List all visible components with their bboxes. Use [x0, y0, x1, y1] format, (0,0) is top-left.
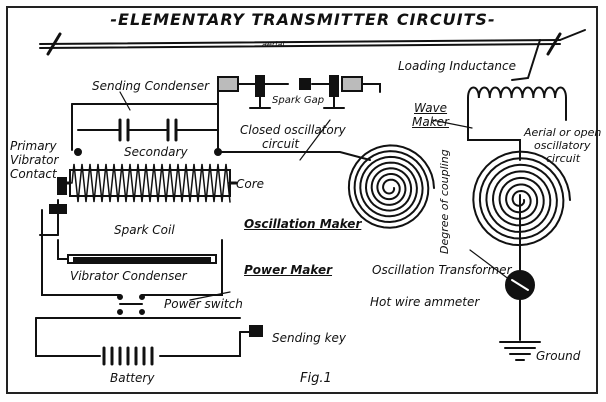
label-closed-oscillatory: Closed oscillatory: [240, 123, 346, 137]
spark-coil: [62, 163, 238, 203]
label-oscillation-transformer: Oscillation Transformer: [372, 263, 512, 277]
battery-icon: [102, 346, 154, 366]
label-oscillation-maker: Oscillation Maker: [244, 217, 362, 231]
label-wave-maker: Maker: [412, 115, 449, 129]
label-aerial-circuit: circuit: [546, 152, 581, 165]
label-aerial-oscillatory: oscillatory: [534, 139, 591, 152]
figure-number: Fig.1: [300, 371, 332, 386]
label-sending-condenser: Sending Condenser: [92, 79, 210, 93]
aerial-spiral: [472, 150, 571, 247]
aerial-leads: [467, 97, 567, 341]
label-loading-inductance: Loading Inductance: [398, 59, 516, 73]
label-closed-circuit: circuit: [262, 137, 300, 151]
label-primary: Primary: [10, 139, 57, 153]
sending-condenser: [71, 83, 371, 161]
label-wave: Wave: [414, 101, 448, 115]
label-hot-wire-ammeter: Hot wire ammeter: [370, 295, 480, 309]
label-aerial: aerial: [262, 40, 285, 49]
label-battery: Battery: [110, 371, 155, 385]
label-secondary: Secondary: [124, 145, 188, 159]
figure-border: [6, 6, 598, 394]
label-contact: Contact: [10, 167, 57, 181]
vibrator-assembly: [39, 177, 121, 296]
label-spark-coil: Spark Coil: [114, 223, 175, 237]
label-core: Core: [236, 177, 265, 191]
label-vibrator-condenser: Vibrator Condenser: [70, 269, 187, 283]
label-power-switch: Power switch: [164, 297, 243, 311]
antenna-wires: [39, 29, 586, 81]
label-ground: Ground: [536, 349, 581, 363]
vibrator-condenser: [57, 239, 223, 296]
leader-lines: [119, 91, 511, 301]
power-switch: [117, 294, 145, 315]
loading-inductance-coil: [467, 86, 567, 99]
label-sending-key: Sending key: [272, 331, 347, 345]
label-aerial-open: Aerial or open: [524, 126, 602, 139]
spark-gap: [217, 75, 381, 109]
label-spark-gap: Spark Gap: [272, 95, 325, 106]
label-degree-of-coupling: Degree of coupling: [438, 149, 451, 254]
label-vibrator: Vibrator: [10, 153, 59, 167]
sending-key-icon: [239, 325, 263, 337]
battery-circuit: [35, 317, 241, 357]
ground-icon: [499, 341, 541, 361]
figure-title: -ELEMENTARY TRANSMITTER CIRCUITS-: [110, 10, 496, 29]
closed-circuit-spiral: [347, 144, 435, 229]
label-power-maker: Power Maker: [244, 263, 333, 277]
